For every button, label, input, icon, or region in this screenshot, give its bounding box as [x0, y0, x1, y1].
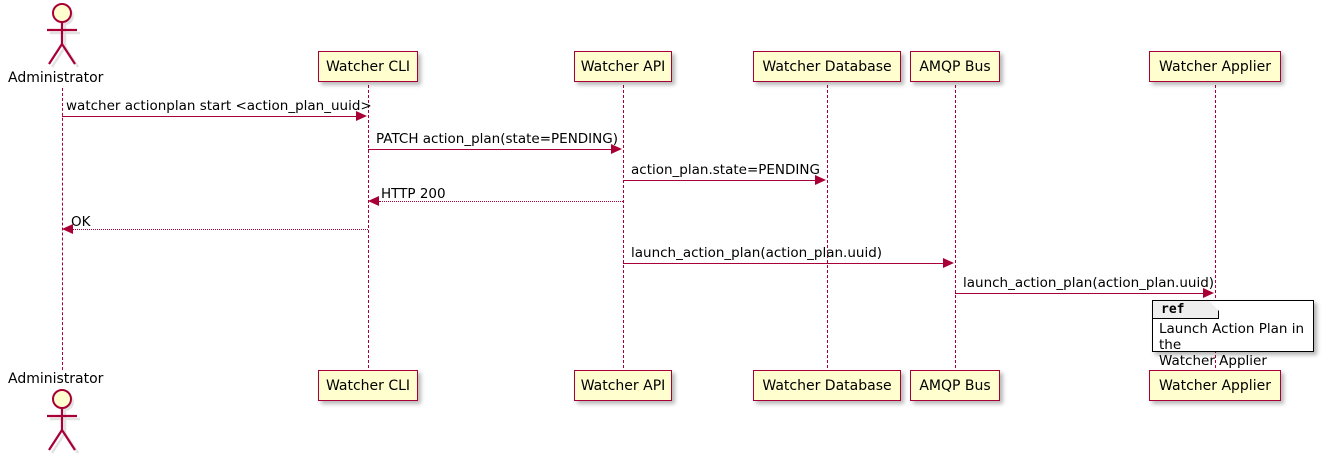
participant-box-watcher-database-bottom[interactable]: Watcher Database	[753, 370, 901, 401]
message-line-3	[623, 180, 816, 181]
participant-label-watcher-api-top: Watcher API	[580, 58, 666, 75]
message-arrowhead-5	[62, 224, 73, 234]
participant-label-watcher-applier-bottom: Watcher Applier	[1159, 377, 1271, 394]
ref-fragment-text: Launch Action Plan in the Watcher Applie…	[1159, 321, 1305, 369]
ref-fragment-launch-action-plan[interactable]: ref Launch Action Plan in the Watcher Ap…	[1152, 300, 1314, 369]
message-line-1	[62, 116, 357, 117]
lifeline-amqp-bus	[955, 85, 956, 373]
participant-box-watcher-cli-bottom[interactable]: Watcher CLI	[318, 370, 418, 401]
message-label-2: PATCH action_plan(state=PENDING)	[376, 131, 618, 147]
message-label-1: watcher actionplan start <action_plan_uu…	[66, 98, 372, 114]
participant-box-watcher-api-top[interactable]: Watcher API	[574, 51, 672, 82]
message-arrowhead-6	[943, 258, 954, 268]
message-label-4: HTTP 200	[381, 186, 446, 202]
message-line-6	[623, 263, 944, 264]
actor-administrator-top	[47, 3, 80, 68]
actor-administrator-bottom	[47, 389, 80, 454]
message-label-7: launch_action_plan(action_plan.uuid)	[963, 275, 1215, 291]
participant-box-watcher-applier-top[interactable]: Watcher Applier	[1149, 51, 1281, 82]
participant-label-watcher-cli-bottom: Watcher CLI	[325, 377, 411, 394]
message-line-4	[379, 201, 623, 202]
participant-box-watcher-api-bottom[interactable]: Watcher API	[574, 370, 672, 401]
message-line-5	[73, 229, 368, 230]
ref-fragment-keyword-tab: ref	[1153, 301, 1219, 319]
actor-label-administrator-bottom: Administrator	[8, 371, 104, 387]
message-arrowhead-1	[356, 111, 367, 121]
lifeline-watcher-database	[827, 85, 828, 373]
message-line-7	[955, 293, 1204, 294]
message-arrowhead-2	[611, 144, 622, 154]
message-label-6: launch_action_plan(action_plan.uuid)	[631, 245, 883, 261]
participant-label-amqp-bus-bottom: AMQP Bus	[919, 377, 991, 394]
participant-box-amqp-bus-bottom[interactable]: AMQP Bus	[910, 370, 1000, 401]
message-arrowhead-7	[1203, 288, 1214, 298]
lifeline-watcher-cli	[368, 85, 369, 373]
message-arrowhead-4	[368, 196, 379, 206]
actor-label-administrator-top: Administrator	[8, 70, 104, 86]
participant-label-amqp-bus-top: AMQP Bus	[919, 58, 991, 75]
message-line-2	[368, 149, 612, 150]
ref-fragment-keyword: ref	[1161, 302, 1185, 317]
participant-box-watcher-applier-bottom[interactable]: Watcher Applier	[1149, 370, 1281, 401]
message-label-3: action_plan.state=PENDING	[631, 162, 820, 178]
participant-label-watcher-applier-top: Watcher Applier	[1159, 58, 1271, 75]
participant-box-watcher-database-top[interactable]: Watcher Database	[753, 51, 901, 82]
participant-box-amqp-bus-top[interactable]: AMQP Bus	[910, 51, 1000, 82]
lifeline-watcher-api	[623, 85, 624, 373]
lifeline-watcher-applier	[1215, 85, 1216, 373]
message-arrowhead-3	[815, 175, 826, 185]
participant-label-watcher-cli-top: Watcher CLI	[325, 58, 411, 75]
participant-box-watcher-cli-top[interactable]: Watcher CLI	[318, 51, 418, 82]
participant-label-watcher-database-top: Watcher Database	[762, 58, 892, 75]
participant-label-watcher-api-bottom: Watcher API	[580, 377, 666, 394]
participant-label-watcher-database-bottom: Watcher Database	[762, 377, 892, 394]
message-label-5: OK	[71, 214, 91, 230]
